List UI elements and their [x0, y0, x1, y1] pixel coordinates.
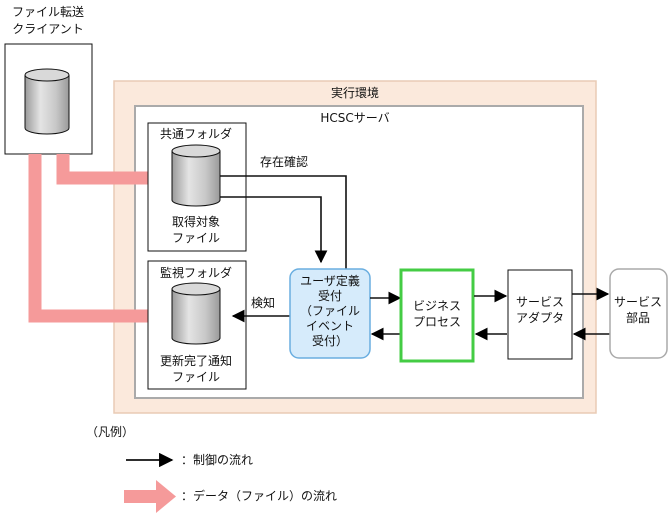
- user-reception-line2: 受付: [318, 289, 342, 303]
- monitor-file-line2: ファイル: [172, 370, 220, 384]
- hcsc-server-label: HCSCサーバ: [320, 111, 389, 125]
- service-component-line1: サービス: [614, 295, 662, 309]
- business-process-line2: プロセス: [413, 315, 461, 329]
- legend-control-label: ：制御の流れ: [181, 452, 253, 467]
- service-adapter-line2: アダプタ: [516, 310, 564, 325]
- user-reception-line4: イベント: [306, 319, 354, 333]
- exec-env-label: 実行環境: [331, 85, 379, 100]
- service-component-box: [609, 268, 668, 359]
- client-title-line1: ファイル転送: [12, 4, 84, 19]
- user-reception-line5: 受付）: [312, 334, 348, 348]
- user-reception-line1: ユーザ定義: [300, 273, 360, 288]
- service-adapter-box: [507, 269, 573, 360]
- business-process-line1: ビジネス: [413, 299, 461, 313]
- shared-file-line2: ファイル: [172, 231, 220, 245]
- user-reception-line3: （ファイル: [300, 304, 360, 318]
- legend-title: （凡例）: [86, 425, 134, 439]
- monitor-file-line1: 更新完了通知: [160, 353, 232, 368]
- monitor-folder-label: 監視フォルダ: [160, 265, 232, 280]
- existence-check-arrow: [220, 196, 328, 264]
- business-process-box: [399, 268, 475, 363]
- service-adapter-line1: サービス: [516, 295, 564, 309]
- legend-data-label: ：データ（ファイル）の流れ: [181, 488, 337, 503]
- shared-file-line1: 取得対象: [172, 214, 220, 229]
- client-title-line2: クライアント: [12, 22, 84, 36]
- cylinder-icon: [171, 282, 221, 345]
- cylinder-icon: [24, 68, 70, 135]
- existence-check-line: [220, 175, 347, 270]
- service-component-line2: 部品: [626, 310, 650, 325]
- legend-data-arrow: [124, 480, 176, 513]
- cylinder-icon: [171, 144, 221, 207]
- shared-folder-label: 共通フォルダ: [160, 126, 232, 141]
- detect-label: 検知: [251, 296, 275, 310]
- user-reception-box: [289, 268, 371, 359]
- existence-check-label: 存在確認: [260, 154, 308, 169]
